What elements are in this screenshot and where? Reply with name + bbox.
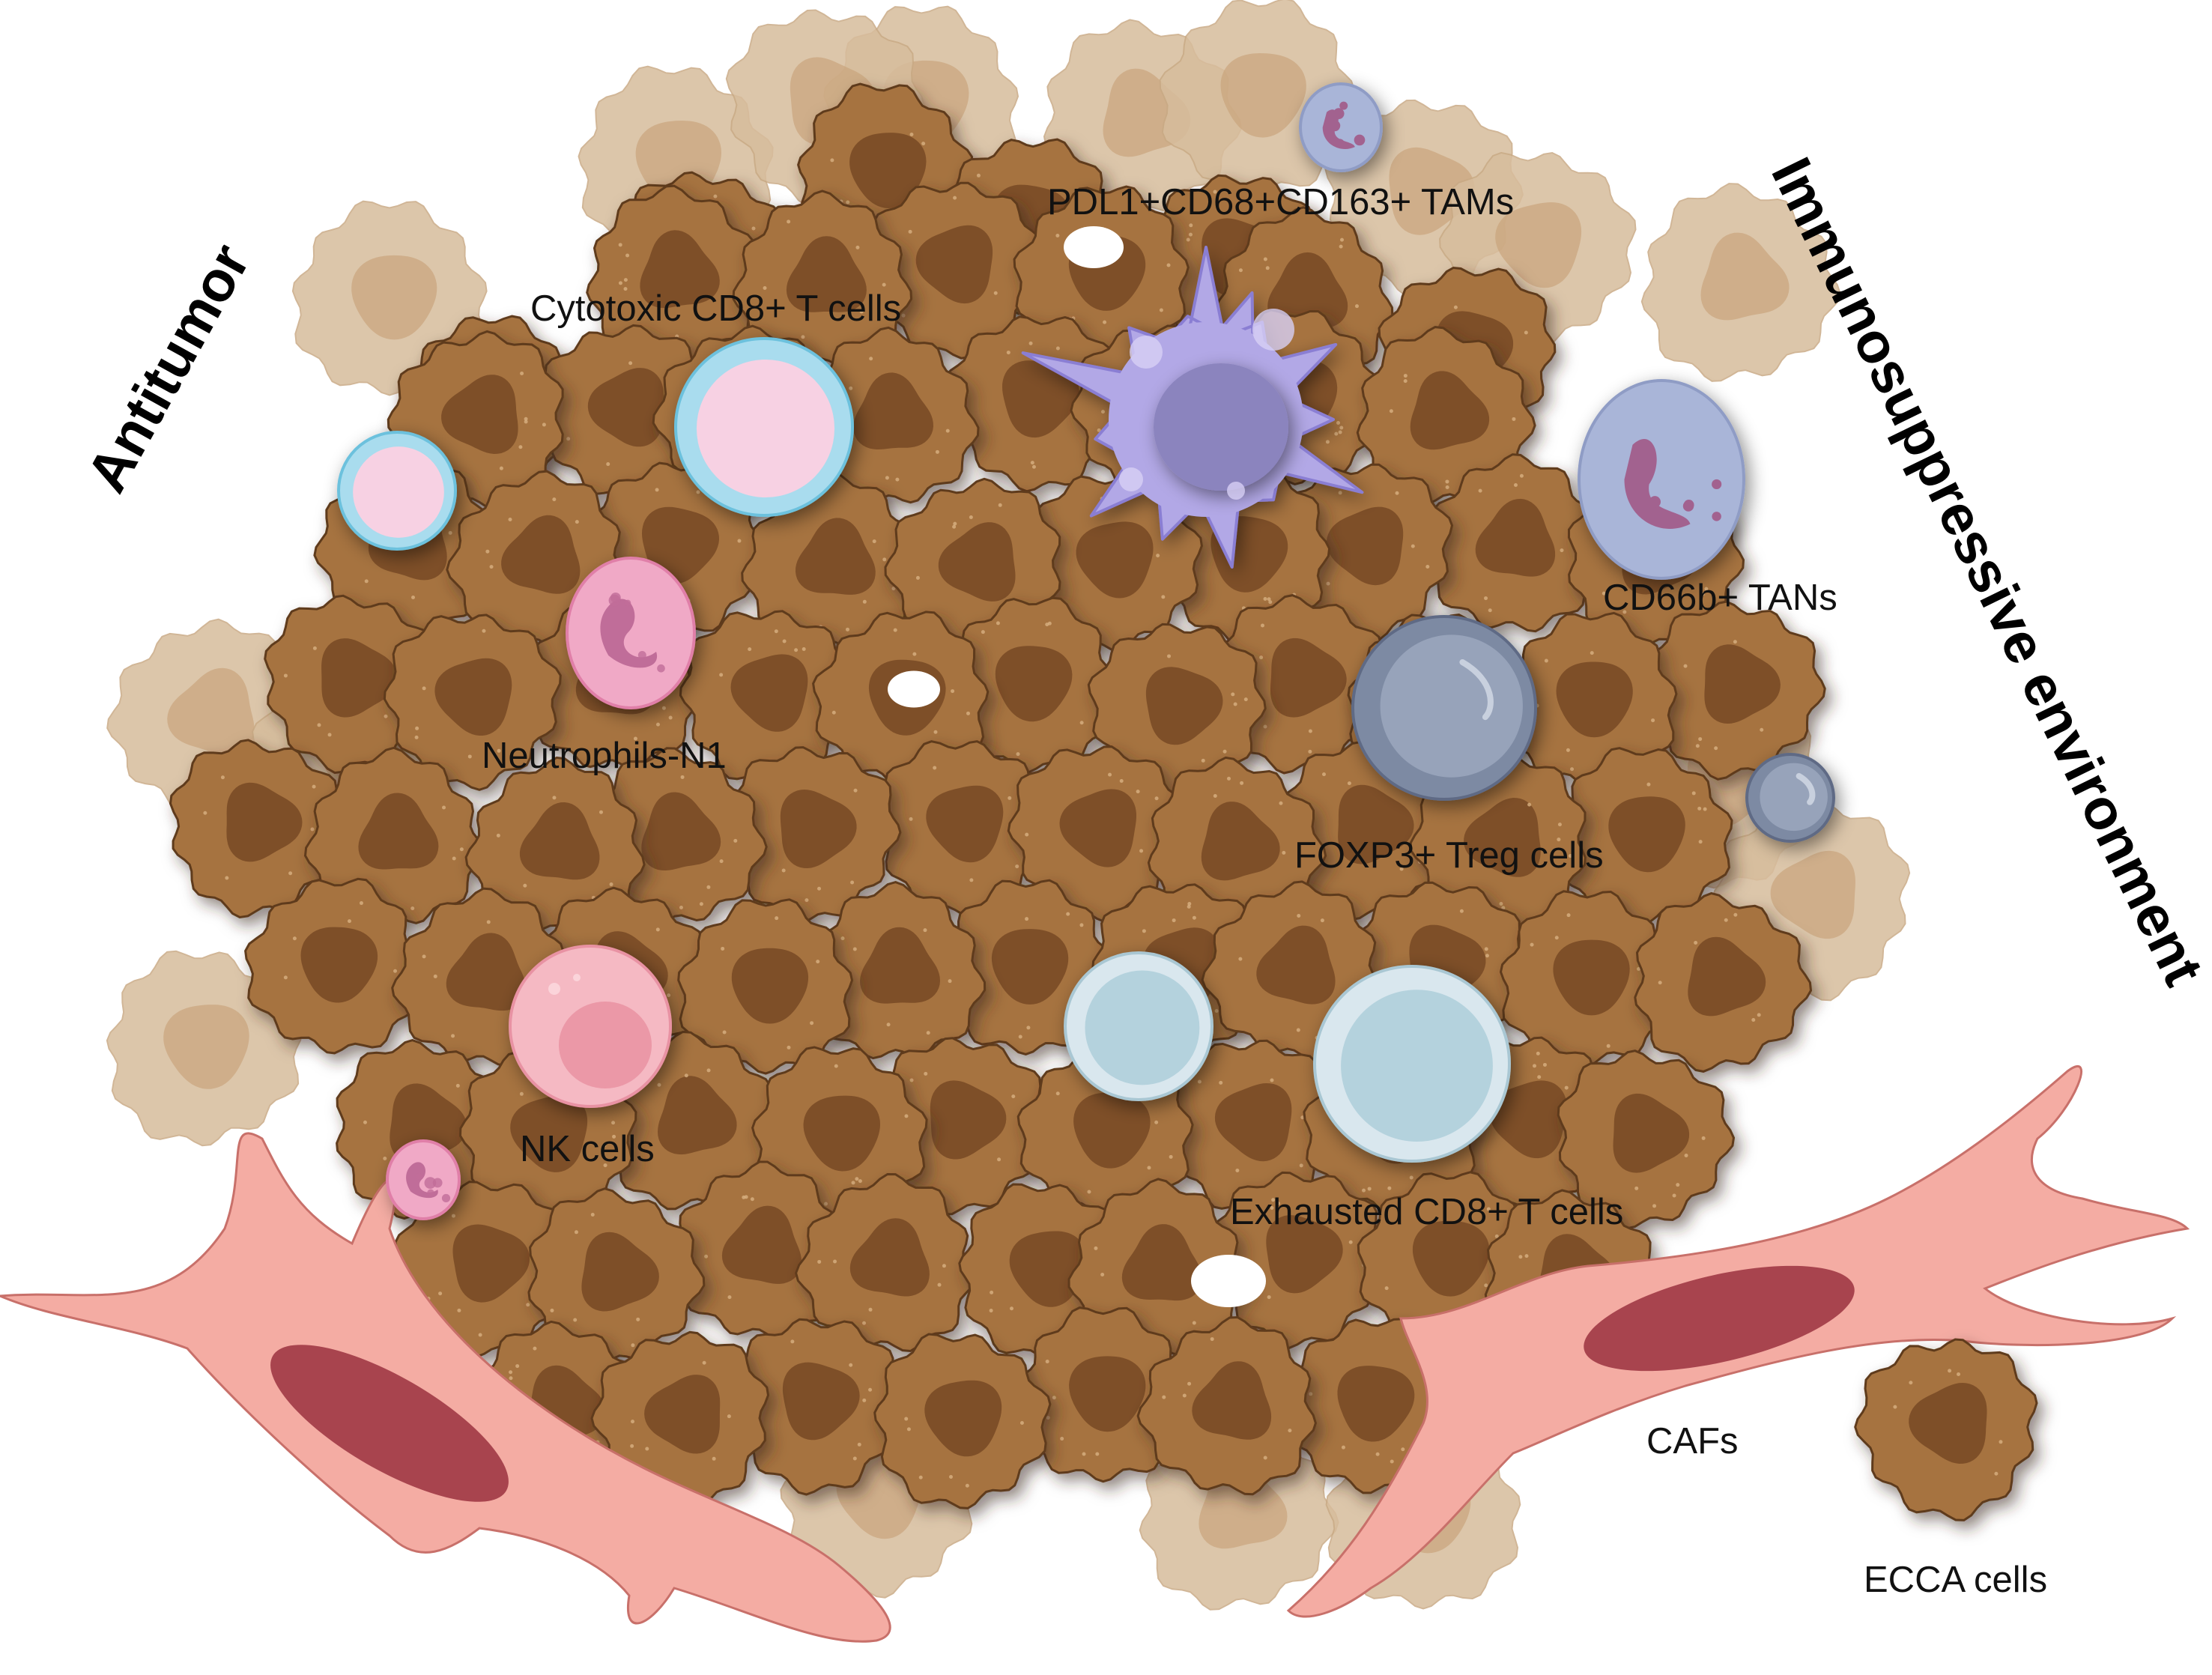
- ecca-tumor-cell: [1557, 1049, 1736, 1230]
- ecca-tumor-cell: [1007, 745, 1187, 924]
- tregs-label: FOXP3+ Treg cells: [1294, 835, 1604, 876]
- ecca-tumor-cell: [1214, 594, 1393, 775]
- cafs-label: CAFs: [1646, 1421, 1739, 1462]
- ecca-tumor-cell: [1087, 623, 1267, 801]
- ecca-tumor-cell: [944, 315, 1122, 493]
- ecca-tumor-cell: [169, 739, 348, 919]
- intercellular-gap: [888, 670, 940, 708]
- nk-cell: [509, 945, 672, 1108]
- ecca-tumor-cell: [1163, 1039, 1342, 1217]
- nk-cells-label: NK cells: [520, 1129, 655, 1169]
- cytotoxic-cd8-t-cell: [337, 431, 457, 551]
- ecca-tumor-cell: [732, 190, 913, 369]
- caf-fibroblast: [0, 1132, 891, 1643]
- ecca-tumor-cell: [741, 471, 922, 651]
- foxp3-treg-cell: [1351, 615, 1537, 801]
- ecca-cells-label: ECCA cells: [1864, 1560, 2048, 1600]
- ecca-tumor-cell: [1207, 1171, 1387, 1349]
- ecca-tumor-cell: [873, 1333, 1052, 1509]
- ecca-tumor-cell: [1499, 890, 1676, 1067]
- immune-cells: [0, 82, 2190, 1643]
- ecca-tumor-cell: [875, 740, 1053, 917]
- ecca-tumor-cell: [1640, 183, 1841, 382]
- ecca-tumor-cell: [1136, 1315, 1317, 1496]
- ecca-tumor-cell: [1015, 1306, 1192, 1483]
- ecca-tumor-cell: [1854, 1338, 2038, 1521]
- ecca-tumor-cell: [244, 877, 422, 1055]
- ecca-tumor-cell: [303, 746, 485, 926]
- tam-macrophage: [1021, 246, 1364, 569]
- ecca-tumor-cell: [667, 1160, 847, 1340]
- ecca-tumor-cell: [679, 610, 858, 787]
- exhausted-cd8-t-cell: [1064, 951, 1213, 1101]
- ecca-tumor-cell: [383, 614, 562, 791]
- ecca-tumor-cell: [527, 1187, 706, 1369]
- tan-neutrophil-small: [1299, 82, 1383, 172]
- ecca-tumor-cell: [1420, 453, 1602, 633]
- foxp3-treg-cell-small: [1745, 753, 1835, 843]
- ecca-tumor-cell: [1634, 891, 1813, 1073]
- ecca-tumor-cell: [863, 181, 1043, 360]
- ecca-tumor-cell: [464, 756, 646, 936]
- neutrophil-n1: [566, 557, 696, 709]
- ecca-tumor-cell: [677, 898, 854, 1075]
- cytotoxic-cd8-label: Cytotoxic CD8+ T cells: [530, 288, 902, 329]
- neutrophil-n1-small: [386, 1139, 461, 1220]
- neutrophils-n1-label: Neutrophils-N1: [482, 736, 727, 776]
- intercellular-gap: [1064, 226, 1124, 268]
- tumor-cell-cluster: [169, 82, 1826, 1511]
- caf-fibroblast: [1286, 1065, 2190, 1618]
- exhausted-cd8-label: Exhausted CD8+ T cells: [1230, 1192, 1624, 1232]
- exhausted-cd8-t-cell: [1313, 965, 1511, 1163]
- intercellular-gap: [1191, 1255, 1266, 1307]
- ecca-tumor-cell: [724, 1318, 903, 1496]
- tan-neutrophil: [1578, 379, 1745, 580]
- cytotoxic-cd8-t-cell: [674, 337, 854, 517]
- ecca-tumor-cell: [939, 596, 1116, 774]
- tams-label: PDL1+CD68+CD163+ TAMs: [1047, 182, 1515, 222]
- tans-label: CD66b+ TANs: [1603, 578, 1837, 618]
